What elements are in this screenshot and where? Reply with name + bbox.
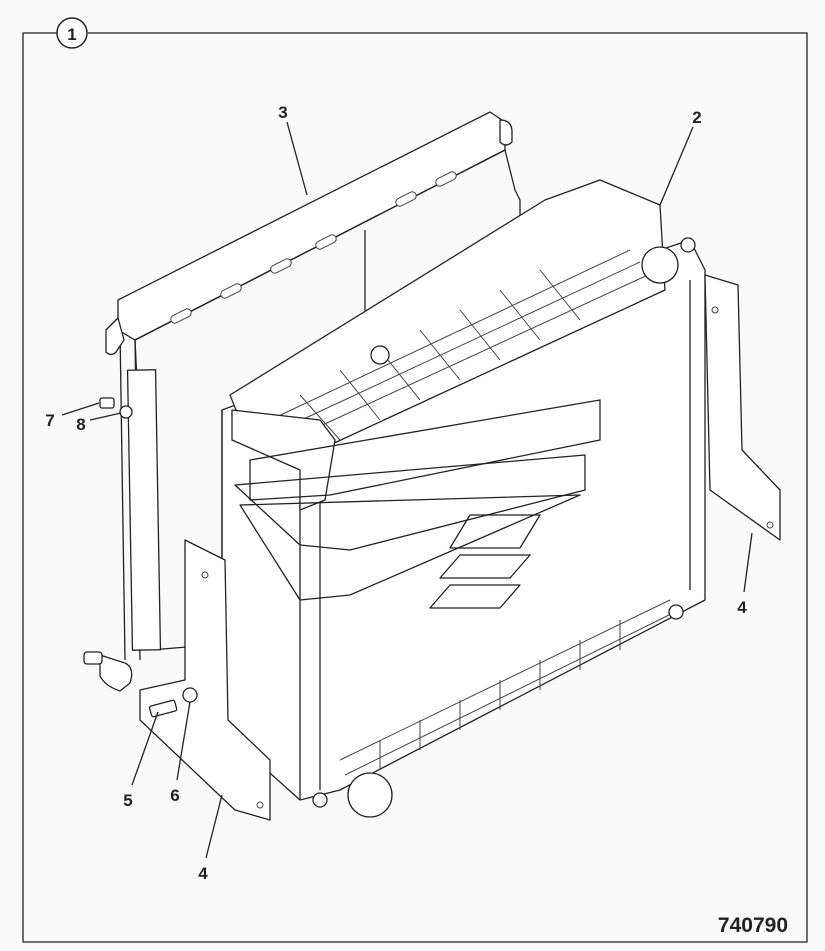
bolt-5 xyxy=(148,699,178,718)
oil-cooler xyxy=(83,111,521,692)
cooler-slots xyxy=(170,171,457,324)
label-part-6: 6 xyxy=(170,786,179,805)
diagram-frame xyxy=(22,32,808,943)
callout-number: 1 xyxy=(67,25,76,44)
reference-number: 740790 xyxy=(718,914,788,937)
bracket-right xyxy=(704,274,781,541)
bracket-left xyxy=(139,539,271,821)
bolt-7 xyxy=(99,397,115,409)
label-part-7: 7 xyxy=(45,411,54,430)
label-part-3: 3 xyxy=(278,103,287,122)
label-part-8: 8 xyxy=(76,415,85,434)
label-part-4-left: 4 xyxy=(198,864,208,883)
radiator xyxy=(221,179,706,818)
washer-8 xyxy=(119,405,133,419)
leader-lines xyxy=(61,121,753,859)
label-part-5: 5 xyxy=(123,791,132,810)
brand-logo-chevrons xyxy=(234,399,601,609)
label-part-4-right: 4 xyxy=(737,598,747,617)
radiator-fins xyxy=(269,249,676,776)
washer-6 xyxy=(182,687,198,703)
label-part-2: 2 xyxy=(692,108,701,127)
callout-circle xyxy=(56,17,88,49)
